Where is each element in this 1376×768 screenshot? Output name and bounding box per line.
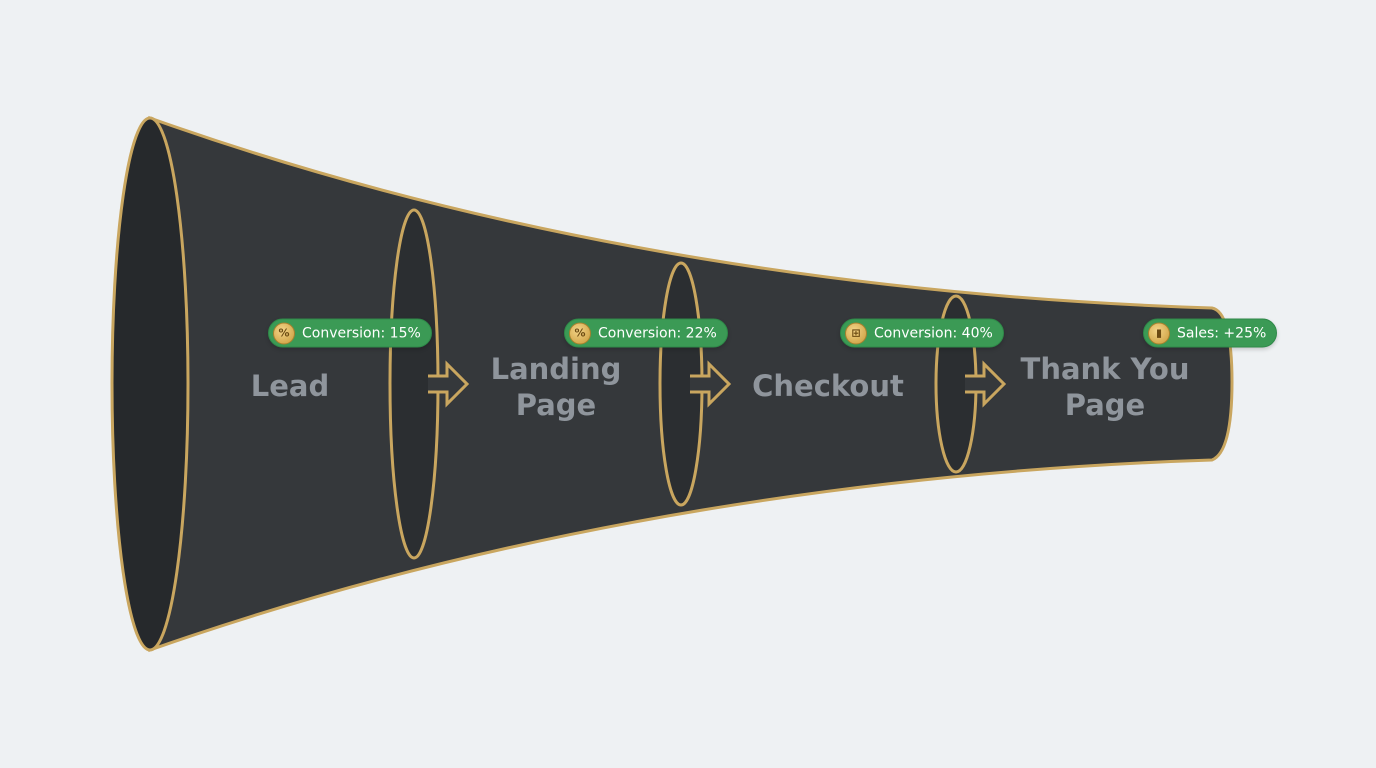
stage-label-line: Thank You (1020, 352, 1190, 386)
arrow-icon (428, 360, 470, 408)
arrow-icon (965, 360, 1007, 408)
stage-label-line: Page (1064, 388, 1146, 422)
stage-label-landing-page: Landing Page (491, 351, 622, 423)
funnel-mouth (110, 116, 190, 652)
badge-sales-25: ▮ Sales: +25% (1143, 318, 1278, 348)
stage-label-line: Lead (250, 369, 330, 403)
stage-label-line: Landing (490, 352, 622, 386)
badge-text: Conversion: 15% (302, 325, 421, 341)
arrow-icon (690, 360, 732, 408)
badge-text: Conversion: 40% (874, 325, 993, 341)
stage-label-checkout: Checkout (752, 368, 904, 404)
badge-text: Sales: +25% (1177, 325, 1267, 341)
stage-label-line: Checkout (752, 369, 904, 403)
badge-conversion-22: % Conversion: 22% (564, 318, 728, 348)
stage-label-lead: Lead (251, 368, 329, 404)
bar-chart-icon: ▮ (1148, 322, 1170, 344)
stage-label-line: Page (515, 388, 597, 422)
badge-conversion-15: % Conversion: 15% (268, 318, 432, 348)
cart-icon: ⊞ (845, 322, 867, 344)
badge-text: Conversion: 22% (598, 325, 717, 341)
percent-icon: % (273, 322, 295, 344)
badge-conversion-40: ⊞ Conversion: 40% (840, 318, 1004, 348)
percent-icon: % (569, 322, 591, 344)
stage-label-thank-you-page: Thank You Page (1021, 351, 1190, 423)
